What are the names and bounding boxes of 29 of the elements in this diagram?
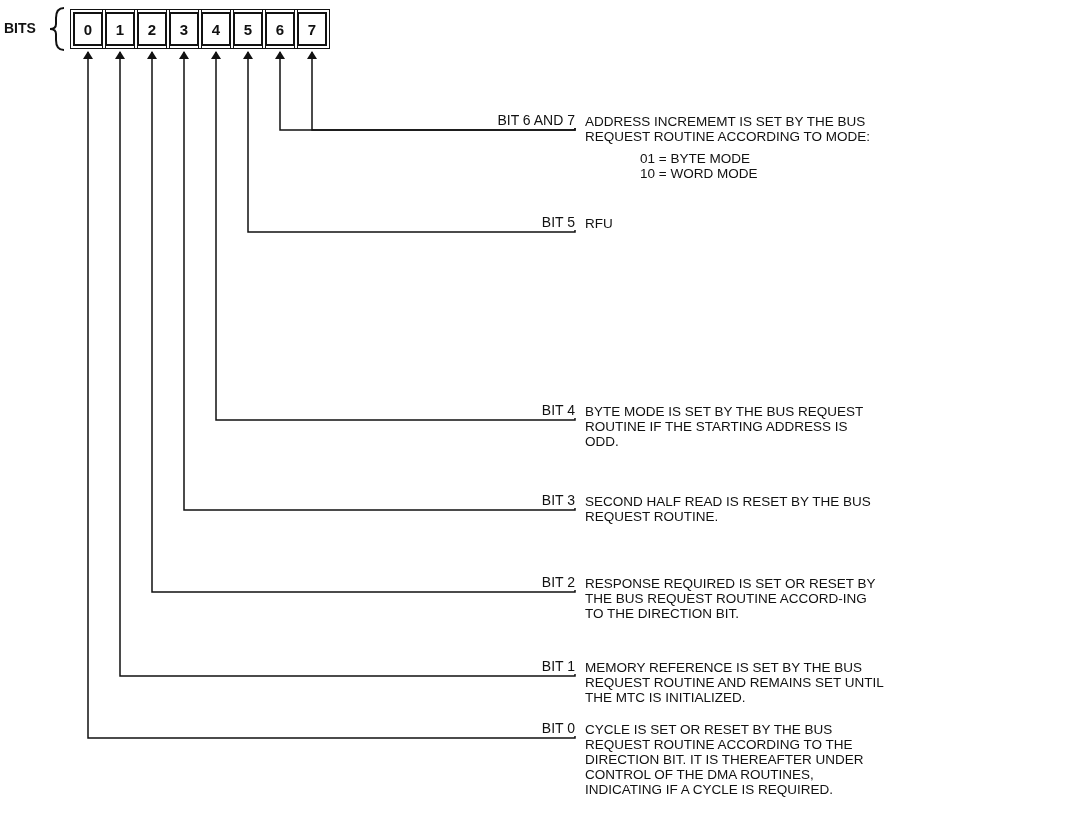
leader-line [211, 51, 576, 421]
bit-label: BIT 2 [425, 574, 575, 590]
description-text: BYTE MODE IS SET BY THE BUS REQUEST ROUTINE IF THE STARTING ADDRESS IS ODD. [585, 404, 865, 449]
description-text: CYCLE IS SET OR RESET BY THE BUS REQUEST ROUTINE ACCORDING TO THE DIRECTION BIT. IT IS THEREAFTER UNDER CONTROL OF THE DMA ROUTINES, INDICATING IF A CYCLE IS REQUIRED. [585, 722, 865, 797]
description-text: RESPONSE REQUIRED IS SET OR RESET BY THE BUS REQUEST ROUTINE ACCORD-ING TO THE DIRECTION BIT. [585, 576, 877, 621]
bit-cell: 7 [297, 12, 327, 46]
description-text: MEMORY REFERENCE IS SET BY THE BUS REQUEST ROUTINE AND REMAINS SET UNTIL THE MTC IS INITIALIZED. [585, 660, 885, 705]
bit-label: BIT 4 [425, 402, 575, 418]
bit-cell: 3 [169, 12, 199, 46]
mode-note: 10 = WORD MODE [640, 166, 758, 181]
bit-label: BIT 5 [425, 214, 575, 230]
bit-label: BIT 6 AND 7 [425, 112, 575, 128]
bit-cell: 5 [233, 12, 263, 46]
bit-cell: 1 [105, 12, 135, 46]
leader-line [179, 51, 576, 511]
description-text: RFU [585, 216, 614, 231]
bit-cell: 0 [73, 12, 103, 46]
bit-cell: 4 [201, 12, 231, 46]
bit-label: BIT 1 [425, 658, 575, 674]
bits-label: BITS [4, 20, 36, 36]
description-text: SECOND HALF READ IS RESET BY THE BUS REQUEST ROUTINE. [585, 494, 872, 524]
description-text: ADDRESS INCREMEMT IS SET BY THE BUS REQUEST ROUTINE ACCORDING TO MODE: [585, 114, 872, 144]
mode-note: 01 = BYTE MODE [640, 151, 750, 166]
leader-line [243, 51, 576, 233]
leader-line [147, 51, 576, 593]
bit-label: BIT 0 [425, 720, 575, 736]
bit-cell: 6 [265, 12, 295, 46]
bit-cell: 2 [137, 12, 167, 46]
bit-label: BIT 3 [425, 492, 575, 508]
